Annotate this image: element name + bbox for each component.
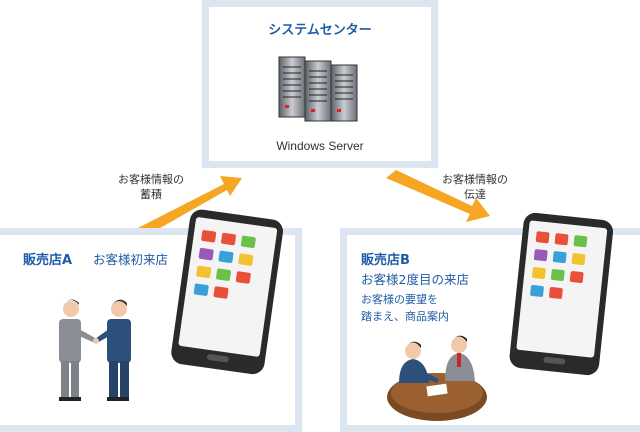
arrow-icon xyxy=(386,170,490,222)
tablet-icon xyxy=(171,209,283,375)
arrow-icon xyxy=(130,176,242,240)
flow-caption-store-to-center: お客様情報の 蓄積 xyxy=(118,172,184,202)
store-b-note-line: 踏まえ、商品案内 xyxy=(361,310,449,323)
flow-caption-line: お客様情報の xyxy=(442,173,508,186)
flow-caption-line: 伝達 xyxy=(464,188,486,201)
store-b-note: お客様の要望を 踏まえ、商品案内 xyxy=(361,291,449,325)
app-tile-grid xyxy=(193,230,256,299)
meeting-people-icon xyxy=(387,335,487,421)
flow-caption-line: 蓄積 xyxy=(140,188,162,201)
store-a-title: 販売店A xyxy=(23,253,73,268)
system-center-panel: システムセンター Windows Server xyxy=(202,0,438,168)
server-label: Windows Server xyxy=(276,139,364,153)
store-a-subtitle: お客様初来店 xyxy=(93,252,169,267)
store-b-subtitle: お客様2度目の来店 xyxy=(361,272,469,287)
app-tile-grid xyxy=(530,231,588,299)
flow-caption-center-to-store: お客様情報の 伝達 xyxy=(442,172,508,202)
handshake-people-icon xyxy=(59,299,131,401)
system-center-title: システムセンター xyxy=(268,23,372,38)
store-b-note-line: お客様の要望を xyxy=(361,293,438,306)
server-rack-icon xyxy=(278,56,358,122)
tablet-icon xyxy=(509,212,614,376)
flow-caption-line: お客様情報の xyxy=(118,173,184,186)
store-b-title: 販売店B xyxy=(361,253,410,268)
